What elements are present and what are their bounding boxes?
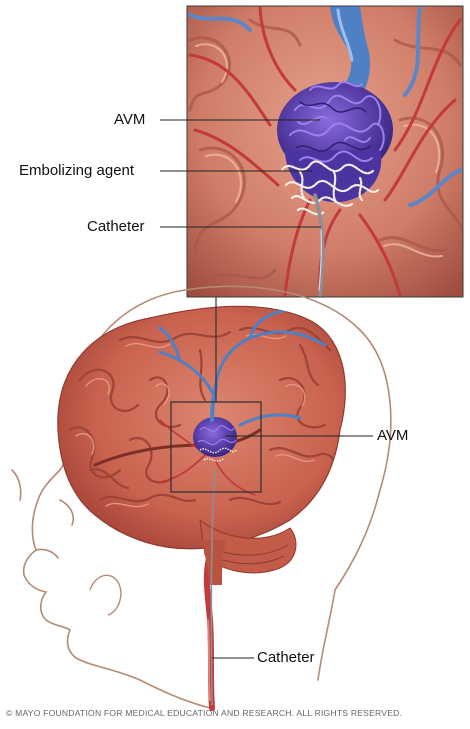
inset-panel [187,6,463,297]
label-main-catheter: Catheter [257,650,315,665]
copyright-notice: © MAYO FOUNDATION FOR MEDICAL EDUCATION … [6,708,470,718]
label-embolizing-agent: Embolizing agent [19,163,134,178]
label-main-avm: AVM [377,428,408,443]
ear-outline [90,575,121,615]
label-inset-avm: AVM [114,112,145,127]
label-inset-catheter: Catheter [87,219,145,234]
